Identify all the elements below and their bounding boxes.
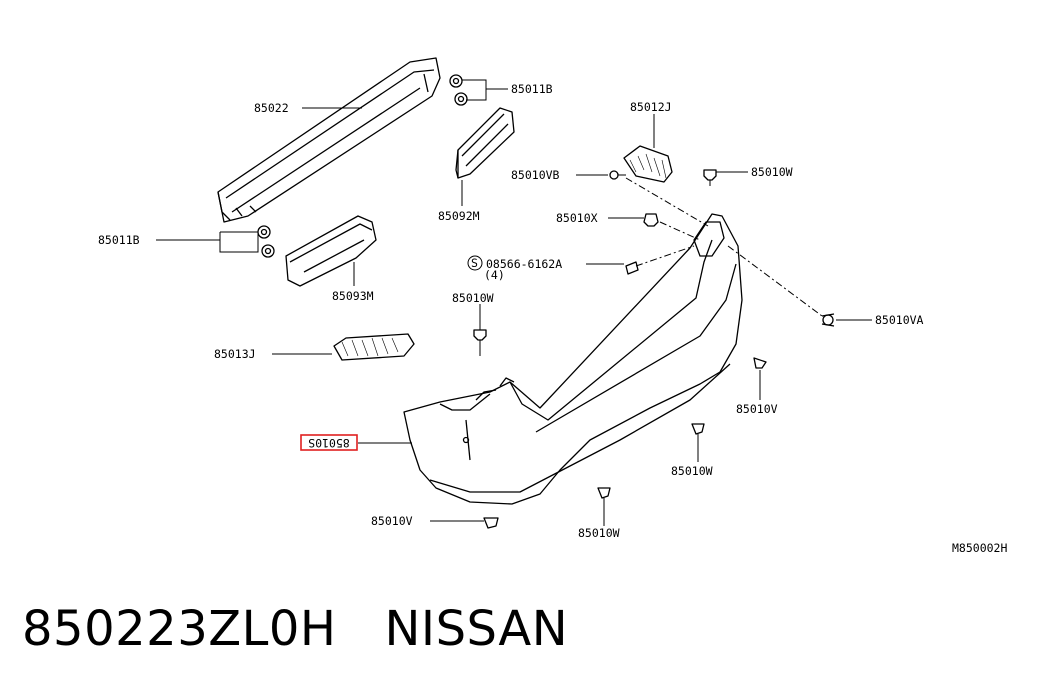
highlighted-part-85010S[interactable]: 85010S bbox=[300, 434, 358, 451]
label-85011B-top: 85011B bbox=[511, 82, 553, 96]
diagram-reference-code: M850002H bbox=[952, 541, 1007, 555]
leader-85011B-top bbox=[462, 79, 508, 101]
label-85010W-bottom: 85010W bbox=[578, 526, 620, 540]
nut-85011B-left bbox=[257, 225, 275, 258]
highlight-box bbox=[300, 434, 358, 451]
screw-85010VB bbox=[609, 170, 626, 180]
alignment-line-lower bbox=[635, 245, 695, 267]
label-08566-6162A: 08566-6162A bbox=[486, 257, 562, 271]
screw-85010W-bottom bbox=[597, 487, 611, 499]
label-85010V-bottom: 85010V bbox=[371, 514, 413, 528]
alignment-line-mid bbox=[659, 221, 701, 241]
label-85010W-lower: 85010W bbox=[671, 464, 713, 478]
rear-bumper-fascia bbox=[403, 213, 743, 505]
screw-85010W-lower bbox=[691, 423, 705, 435]
label-85093M: 85093M bbox=[332, 289, 374, 303]
nut-85011B-top bbox=[449, 74, 468, 106]
energy-absorber-85093M bbox=[285, 215, 377, 287]
label-08566-quantity: (4) bbox=[484, 268, 505, 282]
screw-85010V-right bbox=[753, 357, 767, 369]
bumper-bracket-85013J bbox=[333, 333, 415, 361]
screw-85010X bbox=[643, 213, 659, 227]
alignment-line-right bbox=[727, 245, 823, 317]
label-85010VB: 85010VB bbox=[511, 168, 560, 182]
label-85092M: 85092M bbox=[438, 209, 480, 223]
label-85010S: 85010S bbox=[308, 436, 350, 450]
bumper-exploded-diagram: 85022 85011B 85012J 85010VB 85010W 85092… bbox=[98, 57, 1007, 555]
label-85010V-right: 85010V bbox=[736, 402, 778, 416]
alignment-line-upper bbox=[625, 177, 709, 227]
label-85022: 85022 bbox=[254, 101, 289, 115]
clip-85010W-right bbox=[703, 169, 717, 186]
bumper-bracket-85012J bbox=[623, 145, 673, 183]
bumper-reinforcement-85022 bbox=[217, 57, 441, 223]
label-85013J: 85013J bbox=[214, 347, 256, 361]
bumper-bracket-85092M bbox=[455, 107, 515, 179]
leader-85011B-left bbox=[156, 231, 259, 253]
part-caption: 850223ZL0H NISSAN bbox=[22, 596, 568, 662]
label-85012J: 85012J bbox=[630, 100, 672, 114]
brand-name: NISSAN bbox=[384, 601, 569, 657]
label-85010VA: 85010VA bbox=[875, 313, 924, 327]
screw-08566-6162A bbox=[625, 261, 639, 275]
screw-symbol: S bbox=[471, 256, 478, 270]
screw-symbol-badge: S bbox=[467, 255, 483, 271]
label-85010X: 85010X bbox=[556, 211, 598, 225]
label-85010W-right: 85010W bbox=[751, 165, 793, 179]
label-85011B-left: 85011B bbox=[98, 233, 140, 247]
part-number: 850223ZL0H bbox=[22, 601, 337, 657]
screw-85010V-bottom bbox=[483, 517, 499, 529]
screw-85010VA bbox=[821, 313, 835, 327]
label-85010W-center: 85010W bbox=[452, 291, 494, 305]
clip-85010W-center bbox=[473, 329, 487, 356]
